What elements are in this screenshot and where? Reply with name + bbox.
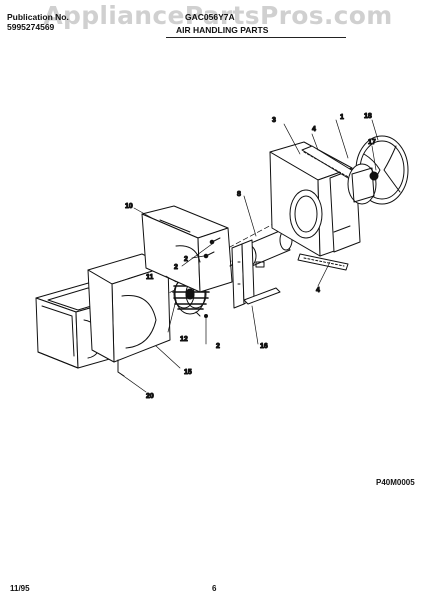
callout-11: 11 bbox=[146, 274, 154, 281]
part-16-motor-bracket bbox=[231, 239, 281, 309]
callout-16: 16 bbox=[260, 343, 268, 350]
publication-number: 5995274569 bbox=[7, 22, 55, 32]
part-12-clip bbox=[195, 311, 208, 318]
callout-8: 8 bbox=[237, 191, 241, 198]
leader-lines bbox=[117, 119, 379, 393]
callout-3: 3 bbox=[272, 117, 276, 124]
diagram-code: P40M0005 bbox=[376, 478, 415, 487]
part-3-condenser-shroud bbox=[269, 141, 361, 257]
callout-20: 20 bbox=[146, 393, 154, 400]
model-number: GAC056Y7A bbox=[185, 12, 235, 22]
header-rule bbox=[166, 37, 346, 38]
callout-4-lower: 4 bbox=[316, 287, 320, 294]
callout-2-upper: 2 bbox=[184, 256, 188, 263]
part-10-bulkhead-panel bbox=[141, 205, 233, 293]
footer-date: 11/95 bbox=[10, 584, 30, 593]
part-4-seal-strip-lower bbox=[297, 253, 349, 271]
callout-2-middle: 2 bbox=[174, 264, 178, 271]
part-17-nut bbox=[369, 171, 379, 181]
callout-15: 15 bbox=[184, 369, 192, 376]
part-2-screws bbox=[203, 237, 221, 259]
callout-10: 10 bbox=[125, 203, 133, 210]
watermark: AppliancePartsPros.com bbox=[43, 1, 393, 30]
publication-label: Publication No. bbox=[7, 12, 69, 22]
callout-18: 18 bbox=[364, 113, 372, 120]
callout-17: 17 bbox=[368, 139, 376, 146]
callout-12: 12 bbox=[180, 336, 188, 343]
callout-2-lower: 2 bbox=[216, 343, 220, 350]
callout-4-upper: 4 bbox=[312, 126, 316, 133]
assembly-axis-line bbox=[214, 214, 291, 256]
callout-1: 1 bbox=[340, 114, 344, 121]
section-title: AIR HANDLING PARTS bbox=[176, 25, 269, 35]
page-number: 6 bbox=[212, 584, 217, 593]
part-1-fan-hub bbox=[347, 163, 377, 205]
